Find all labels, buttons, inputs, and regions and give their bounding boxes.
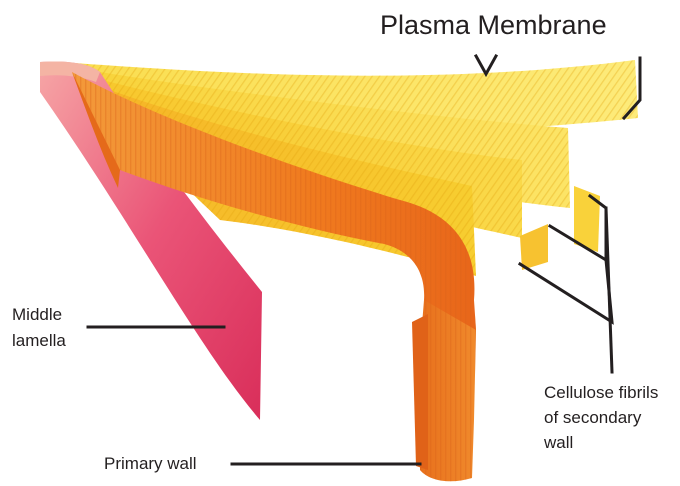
cellulose-label-line-1: Cellulose fibrils	[544, 380, 658, 405]
cellulose-label-line-2: of secondary	[544, 405, 658, 430]
cellulose-fibrils-label: Cellulose fibrils of secondary wall	[544, 380, 658, 455]
cellulose-leader-lower	[520, 260, 612, 322]
cellulose-label-line-3: wall	[544, 430, 658, 455]
middle-lamella-label: Middle lamella	[12, 302, 66, 354]
cellulose-leader-trunk	[606, 208, 612, 372]
middle-lamella-label-line-1: Middle	[12, 302, 66, 328]
plasma-membrane-pointer	[476, 56, 496, 74]
plasma-membrane-label: Plasma Membrane	[380, 10, 607, 41]
primary-wall-label: Primary wall	[104, 454, 197, 474]
secondary-wall-edge	[520, 224, 548, 270]
middle-lamella-label-line-2: lamella	[12, 328, 66, 354]
